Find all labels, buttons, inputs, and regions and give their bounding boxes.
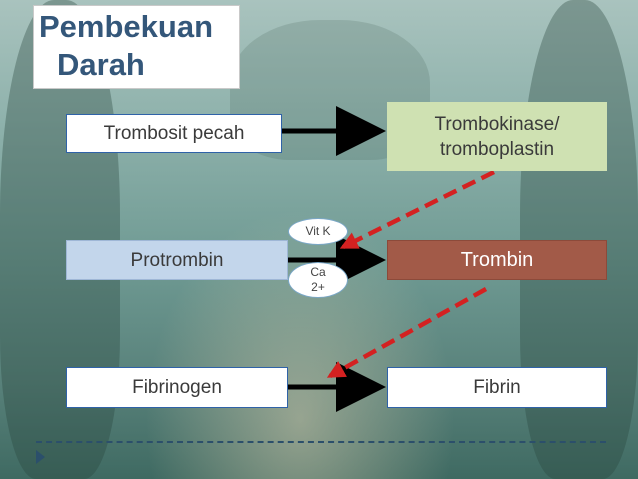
node-trombosit-pecah: Trombosit pecah [66, 114, 282, 153]
slide-title: Pembekuan Darah [33, 5, 240, 89]
cofactor-vit-k-label: Vit K [305, 224, 331, 238]
node-fibrin: Fibrin [387, 367, 607, 408]
node-trombin: Trombin [387, 240, 607, 280]
title-line-2: Darah [57, 47, 145, 82]
cofactor-calcium-label-1: Ca [310, 265, 326, 279]
dashed-arrow-trombin-to-fibrinogen-reaction [326, 287, 488, 378]
footer-bullet-icon [36, 450, 45, 464]
node-trombokinase-label-1: Trombokinase/ [434, 113, 560, 135]
node-trombin-label: Trombin [460, 248, 534, 271]
cofactor-vit-k: Vit K [288, 218, 348, 245]
node-trombokinase: Trombokinase/ tromboplastin [387, 102, 607, 171]
cofactor-calcium: Ca 2+ [288, 262, 348, 298]
cofactor-calcium-label-2: 2+ [311, 280, 325, 294]
node-fibrinogen-label: Fibrinogen [132, 377, 222, 398]
node-trombokinase-label-2: tromboplastin [439, 138, 555, 160]
node-trombosit-pecah-label: Trombosit pecah [103, 123, 245, 144]
title-line-1: Pembekuan [39, 9, 214, 44]
node-fibrin-label: Fibrin [473, 377, 521, 398]
dashed-arrow-trombokinase-to-protrombin-reaction [339, 169, 496, 250]
node-fibrinogen: Fibrinogen [66, 367, 288, 408]
footer-divider [36, 441, 606, 443]
node-protrombin: Protrombin [66, 240, 288, 280]
node-protrombin-label: Protrombin [130, 249, 224, 271]
